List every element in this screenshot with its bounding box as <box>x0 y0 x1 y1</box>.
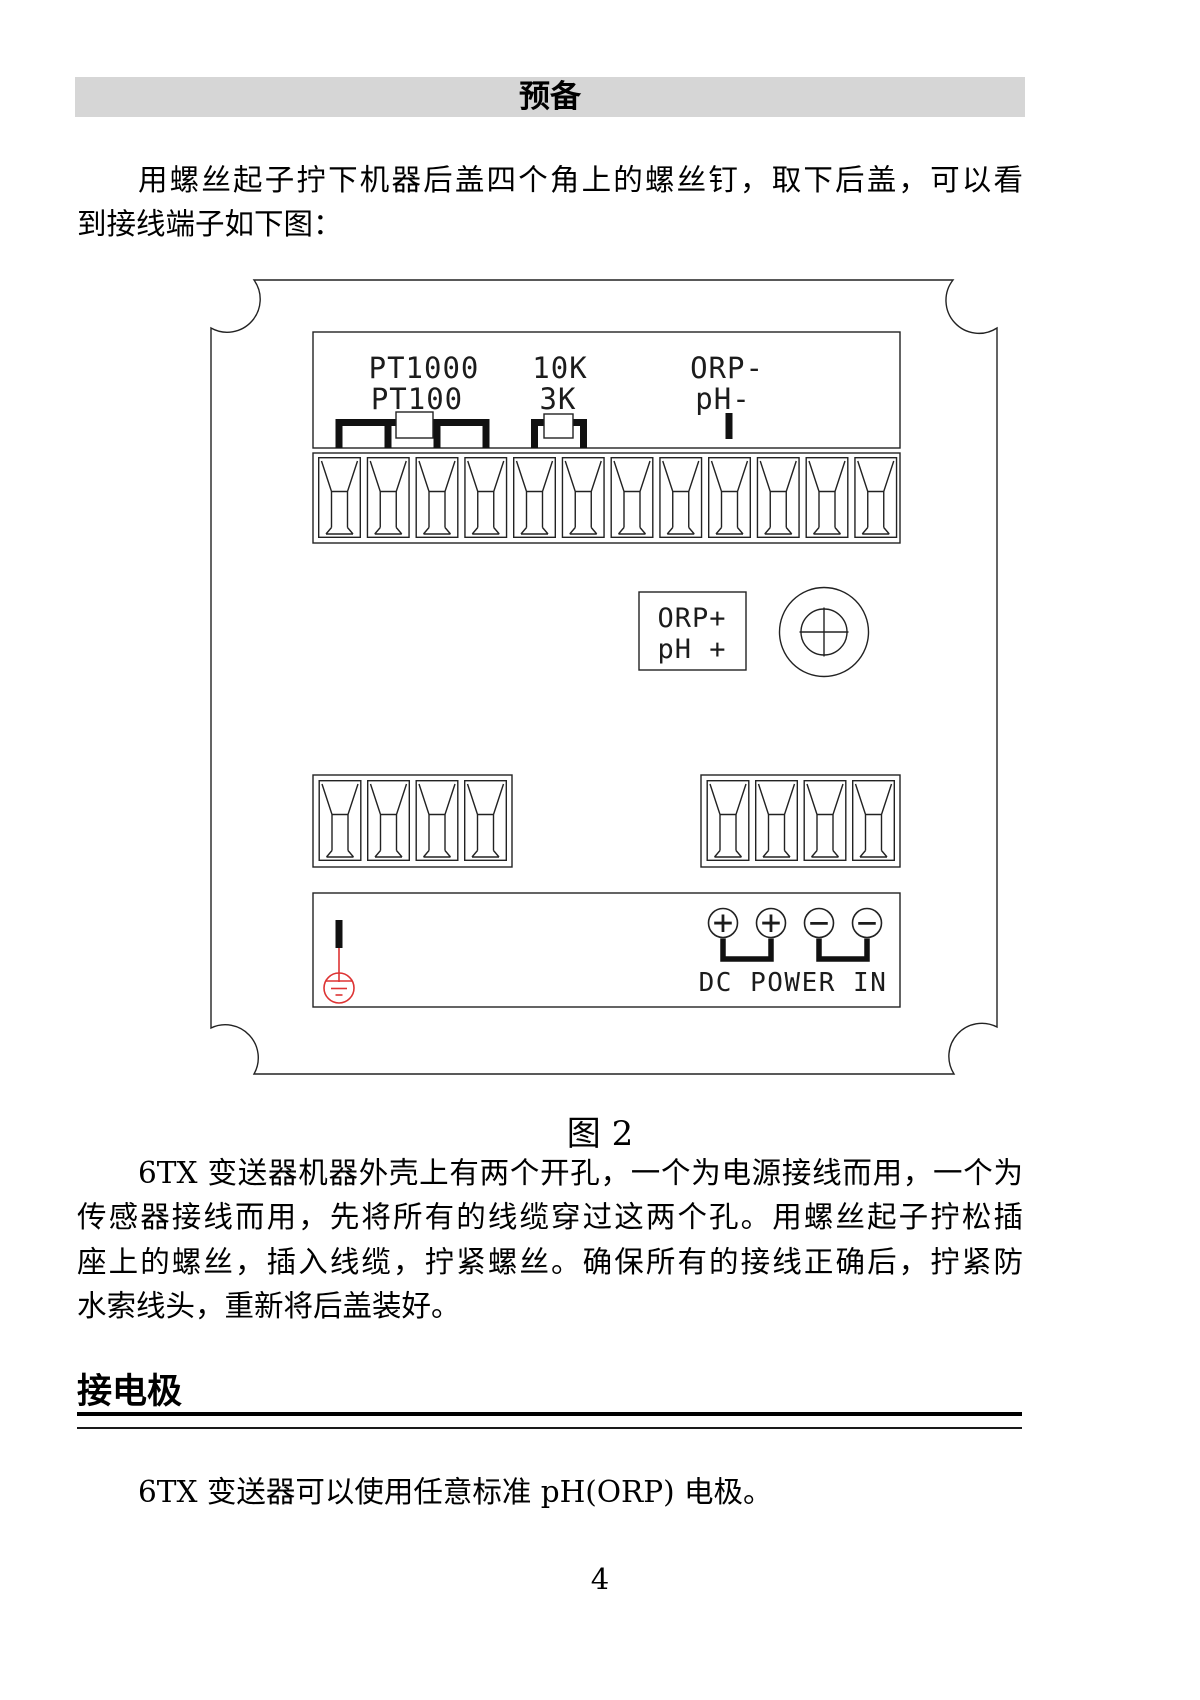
rtd-resistor-symbol <box>395 411 434 439</box>
intro-line: 到接线端子如下图： <box>77 207 343 242</box>
body-paragraph: 6TX 变送器机器外壳上有两个开孔，一个为电源接线而用，一个为 传感器接线而用，… <box>77 1151 1023 1328</box>
body-line: 传感器接线而用，先将所有的线缆穿过这两个孔。用螺丝起子拧松插 <box>77 1200 1023 1235</box>
ntc-resistor-symbol <box>543 413 574 439</box>
terminal-block <box>318 457 361 538</box>
body-line: 6TX 变送器机器外壳上有两个开孔，一个为电源接线而用，一个为 <box>138 1156 1023 1190</box>
terminal-block <box>415 457 459 538</box>
terminal-block <box>366 457 410 538</box>
terminal-block <box>756 457 800 538</box>
label-dc-power-in: DC POWER IN <box>699 968 888 998</box>
dc-power-terminals <box>707 907 883 939</box>
dc-terminal-minus <box>851 907 883 939</box>
terminal-block <box>610 457 654 538</box>
body-line: 座上的螺丝，插入线缆，拧紧螺丝。确保所有的接线正确后，拧紧防 <box>77 1244 1023 1279</box>
terminal-block <box>854 457 898 538</box>
orp-ph-label-box <box>638 591 747 671</box>
terminal-block <box>561 457 605 538</box>
earth-ground-icon <box>323 948 355 1004</box>
terminal-block <box>805 457 849 538</box>
polarity-plus-2: + <box>761 903 781 943</box>
lower-left-terminal-box <box>312 774 513 868</box>
intro-paragraph: 用螺丝起子拧下机器后盖四个角上的螺丝钉，取下后盖，可以看 到接线端子如下图： <box>77 158 1023 247</box>
section-text: 6TX 变送器可以使用任意标准 pH(ORP) 电极。 <box>138 1475 773 1509</box>
figure-caption: 图 2 <box>566 1114 634 1154</box>
terminal-block <box>513 457 556 538</box>
label-pt1000: PT1000 <box>369 351 480 385</box>
terminal-strip-12pole <box>318 457 898 538</box>
dc-terminal-plus <box>755 907 787 939</box>
polarity-minus-1: − <box>809 903 829 943</box>
terminal-block <box>706 780 750 861</box>
label-orp-plus: ORP+ <box>657 603 726 634</box>
terminal-block <box>659 457 703 538</box>
section-header-bar: 预备 <box>75 77 1025 117</box>
terminal-block <box>708 457 751 538</box>
heading-rule-thick <box>77 1412 1022 1416</box>
page-number: 4 <box>590 1562 610 1596</box>
back-plate-outline <box>210 279 998 1075</box>
polarity-minus-2: − <box>857 903 877 943</box>
terminal-block <box>464 457 508 538</box>
power-terminal-box <box>312 892 901 1008</box>
label-pt100: PT100 <box>371 382 463 416</box>
terminal-block <box>852 780 895 861</box>
label-3k: 3K <box>540 382 577 416</box>
heading-rule-thin <box>77 1427 1022 1429</box>
ground-pin-mark <box>335 920 343 948</box>
terminal-strip-box <box>312 452 901 544</box>
jumper-label-box <box>312 331 901 449</box>
label-ph-minus: pH- <box>695 382 750 416</box>
label-10k: 10K <box>532 351 587 385</box>
terminal-block <box>318 780 362 861</box>
section-heading: 接电极 <box>77 1371 183 1412</box>
polarity-plus-1: + <box>713 903 733 943</box>
terminal-strip-right-4pole <box>706 780 895 861</box>
terminal-block <box>803 780 847 861</box>
dc-power-jumper-wires <box>720 938 870 962</box>
section-header-title: 预备 <box>519 79 581 115</box>
label-ph-plus: pH + <box>657 634 726 665</box>
ph-minus-pin-mark <box>725 413 733 439</box>
terminal-strip-left-4pole <box>318 780 507 861</box>
dc-terminal-minus <box>803 907 835 939</box>
intro-line: 用螺丝起子拧下机器后盖四个角上的螺丝钉，取下后盖，可以看 <box>138 163 1023 197</box>
body-line: 水索线头，重新将后盖装好。 <box>77 1288 461 1323</box>
terminal-block <box>415 780 459 861</box>
dc-terminal-plus <box>707 907 739 939</box>
terminal-block <box>367 780 410 861</box>
screw-head-icon <box>778 586 870 678</box>
terminal-block <box>464 780 507 861</box>
lower-right-terminal-box <box>700 774 901 868</box>
terminal-block <box>755 780 798 861</box>
label-orp-minus: ORP- <box>690 351 764 385</box>
figure-terminal-diagram: PT1000 10K ORP- PT100 3K pH- ORP+ pH + +… <box>210 279 998 1075</box>
